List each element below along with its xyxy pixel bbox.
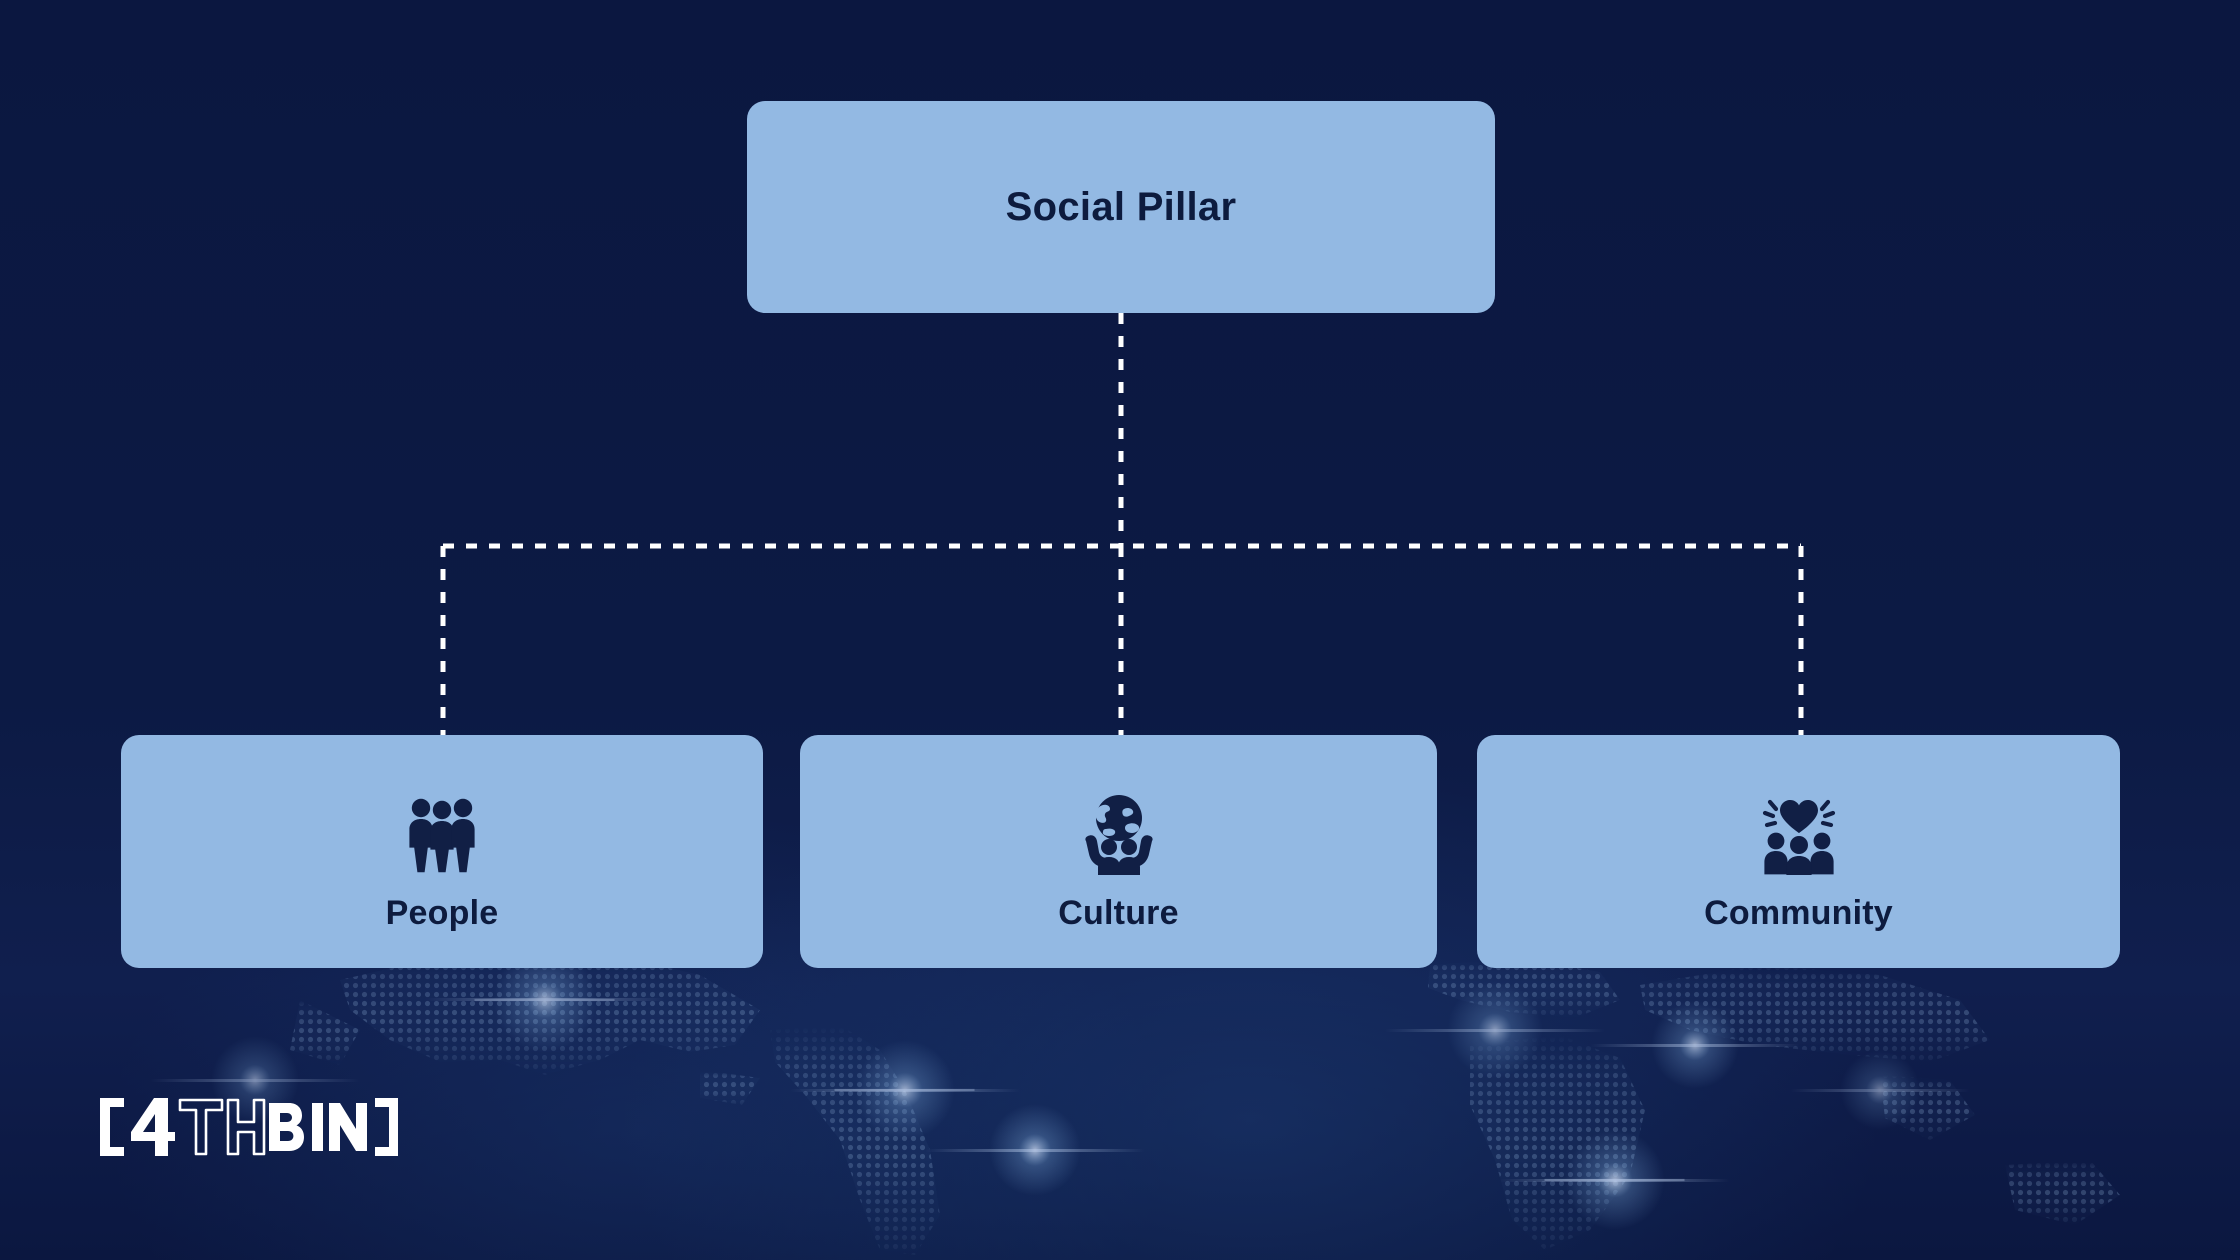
card-community[interactable]: Community — [1477, 735, 2120, 968]
card-social-pillar[interactable]: Social Pillar — [747, 101, 1495, 313]
heart-people-icon — [1756, 792, 1842, 878]
card-culture[interactable]: Culture — [800, 735, 1437, 968]
brand-logo[interactable]: [4THBIN] — [98, 1096, 324, 1158]
card-label-culture: Culture — [1058, 893, 1179, 932]
card-label-people: People — [385, 893, 499, 932]
page-title: Social Pillar — [1005, 185, 1237, 229]
card-label-community: Community — [1704, 893, 1893, 932]
card-people[interactable]: People — [121, 735, 763, 968]
globe-hands-people-icon — [1076, 792, 1162, 878]
three-people-icon — [399, 792, 485, 878]
